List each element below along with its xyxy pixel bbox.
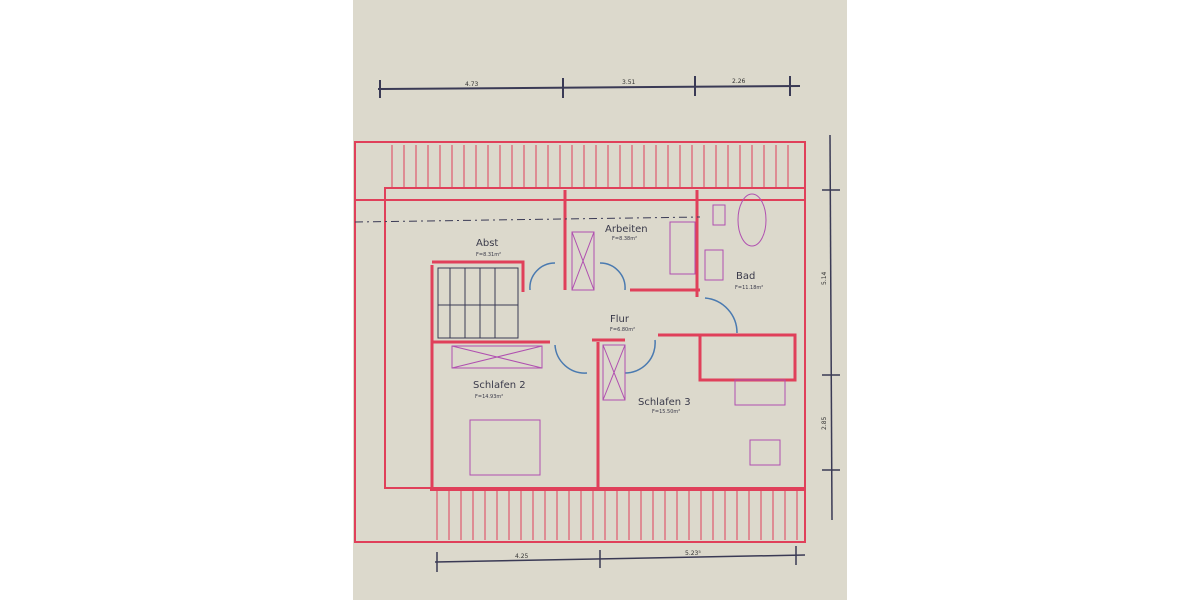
roof-outline [354,141,806,543]
room-name-bad: Bad [736,271,755,282]
dim-bottom-2: 5.23⁵ [685,550,701,557]
floor-plan: 4.73 3.51 2.26 [354,76,840,572]
rafters [391,145,798,540]
room-name-schlafen-3: Schlafen 3 [638,397,691,408]
dashed-line [354,216,701,223]
room-area-arbeiten: F=8.38m² [612,236,637,242]
doors [529,262,738,374]
dim-top-2: 3.51 [622,79,636,86]
furniture [451,193,786,476]
room-area-abst: F=8.31m² [476,252,501,258]
dim-right-2: 2.85 [821,416,828,430]
dimension-line-right [822,134,840,521]
dim-right-1: 5.14 [821,271,828,285]
room-area-flur: F=6.80m² [610,327,635,333]
dim-bottom-1: 4.25 [515,553,529,560]
room-area-schlafen-3: F=15.50m² [652,409,680,415]
room-name-arbeiten: Arbeiten [605,224,648,235]
room-area-schlafen-2: F=14.93m² [475,394,503,400]
room-name-flur: Flur [610,314,630,325]
room-area-bad: F=11.18m² [735,285,763,291]
dimension-line-bottom [434,546,806,572]
dim-top-3: 2.26 [732,78,746,85]
dimension-line-top [377,76,801,98]
dim-top-1: 4.73 [465,81,479,88]
floor-plan-photo: 4.73 3.51 2.26 [353,0,847,600]
room-name-abst: Abst [476,238,498,249]
staircase [437,267,519,339]
room-name-schlafen-2: Schlafen 2 [473,380,526,391]
